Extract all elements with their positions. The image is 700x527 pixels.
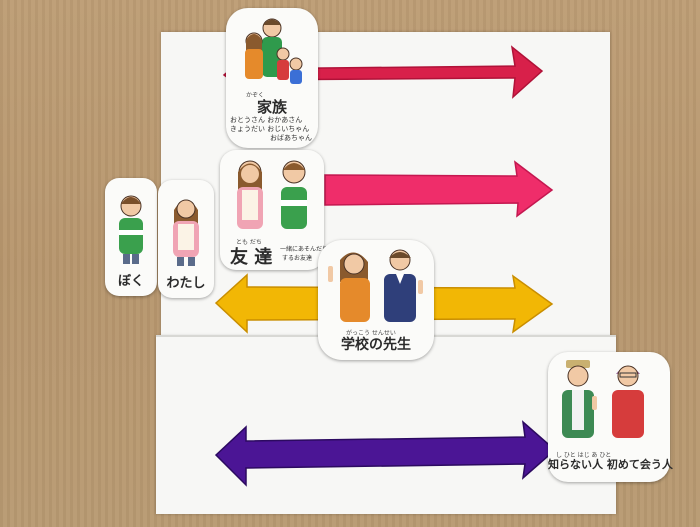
- teacher-card: がっこう せんせい 学校の先生: [318, 240, 434, 360]
- friends-note-line-1: 一緒にあそんだり: [280, 246, 329, 253]
- family-illustration: [245, 18, 303, 84]
- girl-label: わたし: [166, 276, 206, 291]
- boy-label: ぼく: [117, 274, 144, 289]
- boy-illustration: [119, 195, 143, 264]
- family-card: かぞく 家族 おとうさん おかあさん きょうだい おじいちゃん おばあちゃん: [226, 8, 318, 148]
- strangers-label-ruby: し ひと はじ あ ひと: [556, 452, 612, 459]
- strangers-arrow: [214, 420, 557, 487]
- strangers-illustration: [562, 360, 644, 438]
- girl-card: わたし: [158, 180, 214, 298]
- family-note-line-2: きょうだい おじいちゃん: [230, 125, 310, 133]
- friends-label-ruby: とも だち: [236, 239, 262, 246]
- boy-card: ぼく: [105, 178, 157, 296]
- family-note-line-3: おばあちゃん: [270, 134, 312, 142]
- friends-card: とも だち 友 達 一緒にあそんだり するお友達: [220, 150, 328, 270]
- strangers-card: し ひと はじ あ ひと 知らない人 初めて会う人: [548, 352, 673, 482]
- family-label-ruby: かぞく: [246, 92, 265, 99]
- teacher-illustration: [328, 249, 423, 322]
- friends-label: 友 達: [230, 247, 273, 268]
- friends-arrow: [324, 160, 554, 218]
- poster-lower-sheet: [156, 336, 616, 514]
- family-label: 家族: [256, 98, 287, 116]
- friends-note-line-2: するお友達: [282, 255, 313, 262]
- family-note-line-1: おとうさん おかあさん: [230, 116, 303, 124]
- teacher-label: 学校の先生: [341, 337, 411, 353]
- friends-illustration: [237, 160, 307, 229]
- girl-illustration: [173, 199, 199, 266]
- strangers-label: 知らない人 初めて会う人: [548, 458, 673, 471]
- teacher-label-ruby: がっこう せんせい: [346, 330, 396, 337]
